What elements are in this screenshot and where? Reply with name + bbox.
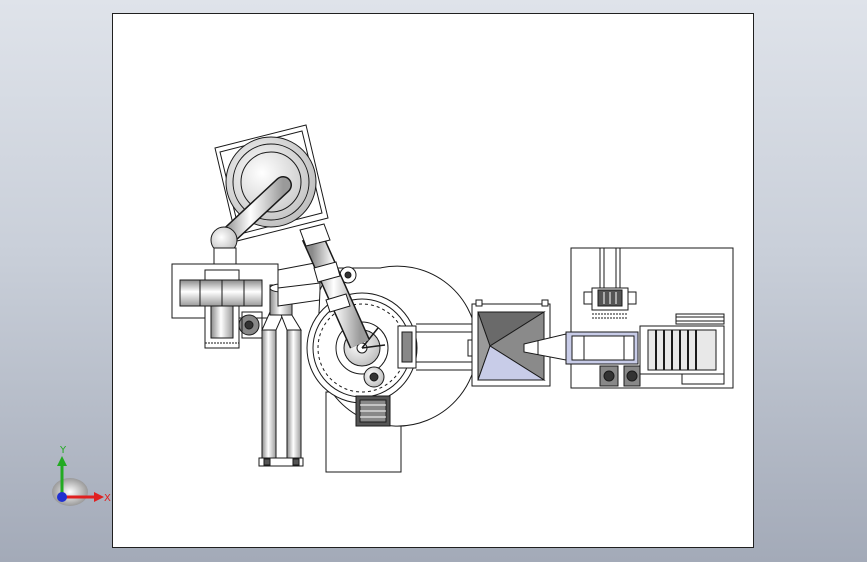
left-fan-unit xyxy=(171,263,279,349)
crusher-station xyxy=(565,247,734,389)
axis-triad: Y X xyxy=(52,445,111,506)
y-axis-arrowhead xyxy=(57,456,67,466)
twin-discharge-pipes xyxy=(258,283,304,467)
z-axis-dot xyxy=(57,492,67,502)
x-axis-label: X xyxy=(104,493,111,504)
x-axis-arrowhead xyxy=(94,492,104,502)
y-axis-label: Y xyxy=(59,445,67,456)
conveyor-belt xyxy=(397,323,475,371)
main-mill-housing xyxy=(306,265,478,473)
triad-backdrop xyxy=(52,478,88,506)
inclined-feed-pipe xyxy=(299,223,371,349)
